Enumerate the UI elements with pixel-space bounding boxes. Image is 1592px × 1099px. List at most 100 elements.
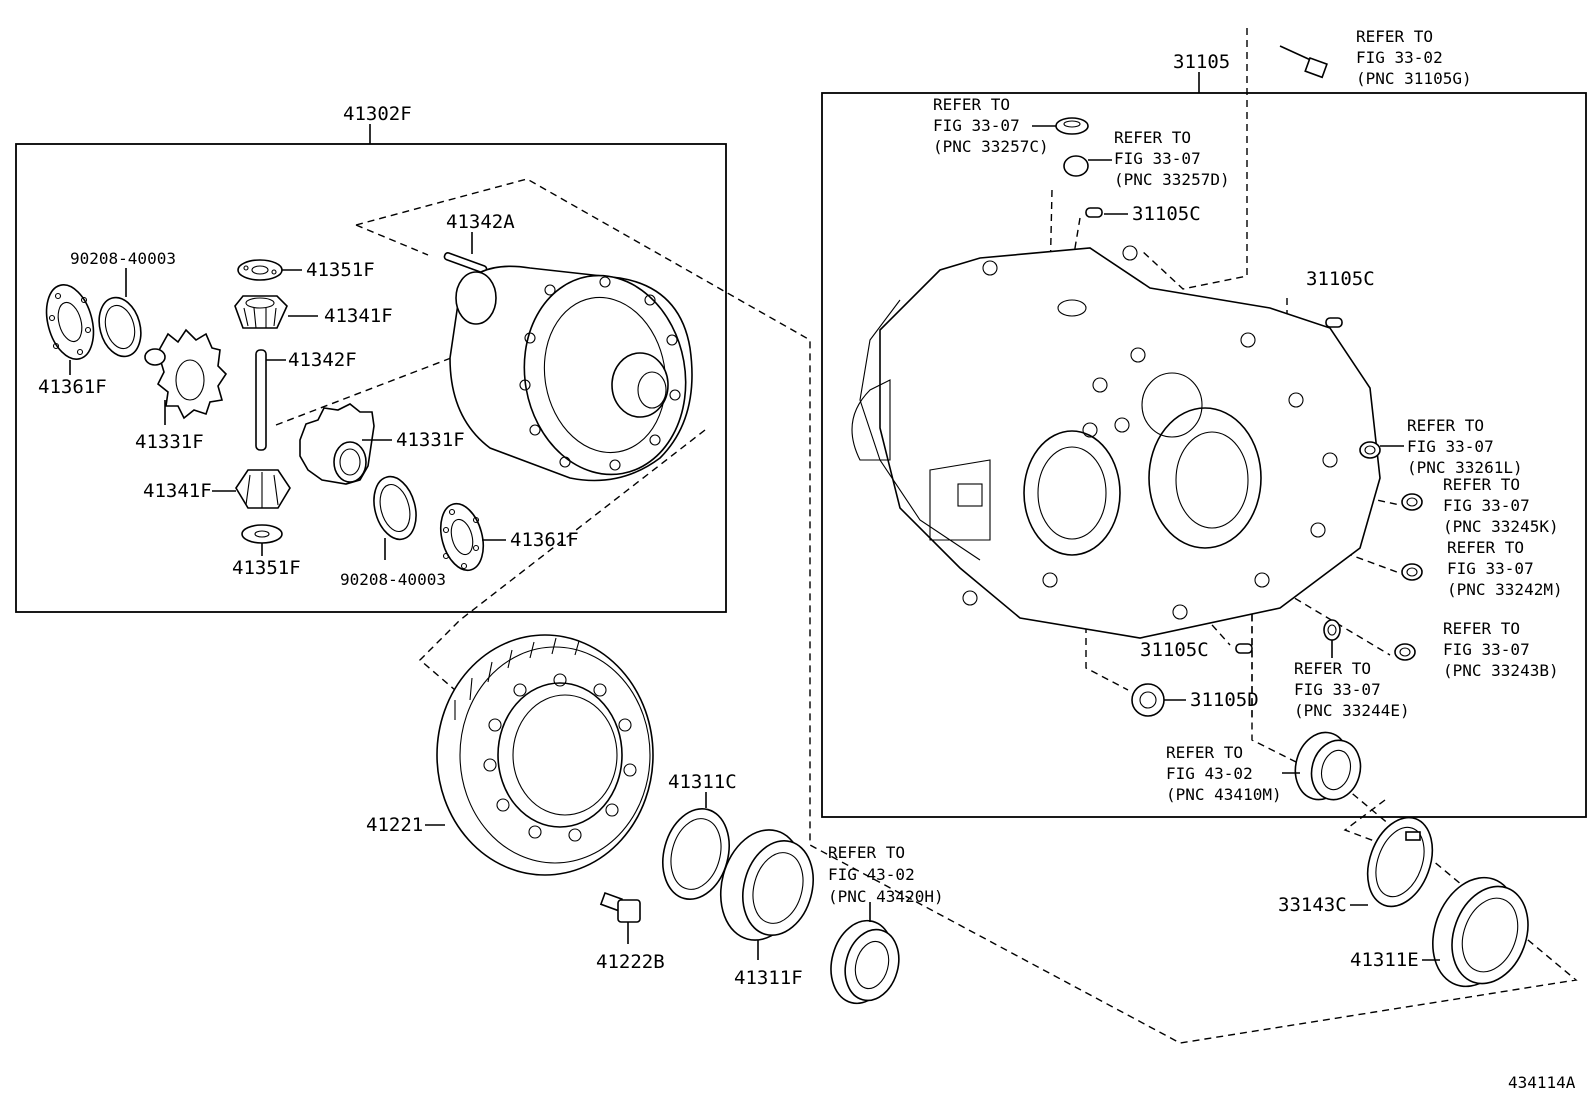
thrust-washer-41361F-left[interactable] [39, 280, 101, 365]
pin-31105C-bottom[interactable] [1235, 643, 1253, 654]
group-label-41302F[interactable]: 41302F [343, 103, 412, 125]
ref-33242M-line3: (PNC 33242M) [1447, 580, 1563, 599]
ref-33242M-line1: REFER TO [1447, 538, 1524, 557]
ref-33261L-line1: REFER TO [1407, 416, 1484, 435]
ref-33244E[interactable]: REFER TO FIG 33-07 (PNC 33244E) [1294, 659, 1410, 720]
label-90208-40003-bottom[interactable]: 90208-40003 [340, 570, 446, 589]
ref-33261L-line2: FIG 33-07 [1407, 437, 1494, 456]
label-41311E[interactable]: 41311E [1350, 949, 1419, 971]
ref-31105G-line1: REFER TO [1356, 27, 1433, 46]
pin-31105C-top[interactable] [1085, 207, 1103, 218]
oil-seal-33143C[interactable] [1356, 809, 1444, 916]
ref-33243B[interactable]: REFER TO FIG 33-07 (PNC 33243B) [1443, 619, 1559, 680]
ref-31105G[interactable]: REFER TO FIG 33-02 (PNC 31105G) [1356, 27, 1472, 88]
label-41341F-bottom[interactable]: 41341F [143, 480, 212, 502]
ref-33245K[interactable]: REFER TO FIG 33-07 (PNC 33245K) [1443, 475, 1559, 536]
pinion-shaft-41342F[interactable] [255, 349, 267, 451]
ref-33245K-line3: (PNC 33245K) [1443, 517, 1559, 536]
ref-33244E-line3: (PNC 33244E) [1294, 701, 1410, 720]
ref-33243B-line1: REFER TO [1443, 619, 1520, 638]
ref-33257D[interactable]: REFER TO FIG 33-07 (PNC 33257D) [1114, 128, 1230, 189]
label-41361F-right[interactable]: 41361F [510, 529, 579, 551]
bearing-ref-33261L[interactable] [1359, 441, 1381, 459]
ref-33261L[interactable]: REFER TO FIG 33-07 (PNC 33261L) [1407, 416, 1523, 477]
transaxle-case-group-box [821, 92, 1587, 818]
ref-43420H-line1: REFER TO [828, 843, 905, 862]
label-33143C[interactable]: 33143C [1278, 894, 1347, 916]
pinion-41341F-top[interactable] [234, 295, 288, 329]
pin-41342A[interactable] [443, 252, 488, 274]
pinion-washer-41351F-top[interactable] [237, 259, 283, 281]
label-41341F-top[interactable]: 41341F [324, 305, 393, 327]
shim-90208-40003-top[interactable] [93, 293, 147, 361]
thrust-washer-41361F-right[interactable] [434, 499, 490, 575]
ref-43410M-line3: (PNC 43410M) [1166, 785, 1282, 804]
ref-31105G-line3: (PNC 31105G) [1356, 69, 1472, 88]
bearing-ref-33242M[interactable] [1401, 563, 1423, 581]
label-41342F[interactable]: 41342F [288, 349, 357, 371]
label-41331F-left[interactable]: 41331F [135, 431, 204, 453]
bearing-ref-43420H[interactable] [822, 914, 906, 1011]
ref-33257C-line3: (PNC 33257C) [933, 137, 1049, 156]
ref-33245K-line1: REFER TO [1443, 475, 1520, 494]
ref-33257D-line2: FIG 33-07 [1114, 149, 1201, 168]
bolt-ref-31105G[interactable] [1279, 45, 1328, 79]
race-ref-33257D[interactable] [1063, 155, 1089, 177]
diagram-id: 434114A [1508, 1073, 1576, 1092]
ref-33257C-line2: FIG 33-07 [933, 116, 1020, 135]
ref-33257C-line1: REFER TO [933, 95, 1010, 114]
label-41311F[interactable]: 41311F [734, 967, 803, 989]
label-31105C-c[interactable]: 31105C [1140, 639, 1209, 661]
ref-33257D-line1: REFER TO [1114, 128, 1191, 147]
seal-31105D[interactable] [1131, 683, 1165, 717]
bolt-41222B[interactable] [599, 891, 641, 923]
ref-33245K-line2: FIG 33-07 [1443, 496, 1530, 515]
ref-43410M-line1: REFER TO [1166, 743, 1243, 762]
ref-33242M-line2: FIG 33-07 [1447, 559, 1534, 578]
pinion-washer-41351F-bottom[interactable] [241, 524, 283, 544]
ref-43420H-line3: (PNC 43420H) [828, 887, 944, 906]
ref-33243B-line2: FIG 33-07 [1443, 640, 1530, 659]
shim-90208-40003-bottom[interactable] [367, 472, 422, 544]
bearing-ref-33257C[interactable] [1055, 117, 1089, 135]
label-90208-40003-top[interactable]: 90208-40003 [70, 249, 176, 268]
differential-case[interactable] [449, 263, 701, 488]
label-41361F-left[interactable]: 41361F [38, 376, 107, 398]
bearing-41311E[interactable] [1418, 866, 1541, 999]
ref-43420H-line2: FIG 43-02 [828, 865, 915, 884]
differential-case-group-box [15, 143, 727, 613]
label-41222B[interactable]: 41222B [596, 951, 665, 973]
label-31105C-a[interactable]: 31105C [1132, 203, 1201, 225]
ref-43420H[interactable]: REFER TO FIG 43-02 (PNC 43420H) [828, 843, 944, 906]
ref-33242M[interactable]: REFER TO FIG 33-07 (PNC 33242M) [1447, 538, 1563, 599]
label-41351F-top[interactable]: 41351F [306, 259, 375, 281]
ref-33257C[interactable]: REFER TO FIG 33-07 (PNC 33257C) [933, 95, 1049, 156]
label-41351F-bottom[interactable]: 41351F [232, 557, 301, 579]
pin-31105C-right[interactable] [1325, 317, 1343, 328]
side-gear-41331F-left[interactable] [144, 328, 228, 420]
label-41342A[interactable]: 41342A [446, 211, 515, 233]
label-41311C[interactable]: 41311C [668, 771, 737, 793]
label-31105D[interactable]: 31105D [1190, 689, 1259, 711]
group-label-31105[interactable]: 31105 [1173, 51, 1230, 73]
bearing-ref-43410M[interactable] [1288, 726, 1367, 805]
ref-33244E-line2: FIG 33-07 [1294, 680, 1381, 699]
bearing-41311F[interactable] [709, 821, 823, 950]
bearing-ref-33243B[interactable] [1394, 643, 1416, 661]
label-31105C-b[interactable]: 31105C [1306, 268, 1375, 290]
transaxle-case-31105[interactable] [851, 245, 1381, 639]
side-gear-41331F-right[interactable] [299, 403, 375, 485]
label-41221[interactable]: 41221 [366, 814, 423, 836]
ref-43410M[interactable]: REFER TO FIG 43-02 (PNC 43410M) [1166, 743, 1282, 804]
ref-31105G-line2: FIG 33-02 [1356, 48, 1443, 67]
bearing-ref-33245K[interactable] [1401, 493, 1423, 511]
label-41331F-right[interactable]: 41331F [396, 429, 465, 451]
ring-gear-41221[interactable] [436, 634, 654, 876]
bearing-ref-33244E[interactable] [1323, 619, 1341, 641]
ref-33257D-line3: (PNC 33257D) [1114, 170, 1230, 189]
pinion-41341F-bottom[interactable] [235, 469, 291, 509]
ref-43410M-line2: FIG 43-02 [1166, 764, 1253, 783]
ref-33261L-line3: (PNC 33261L) [1407, 458, 1523, 477]
ref-33243B-line3: (PNC 33243B) [1443, 661, 1559, 680]
